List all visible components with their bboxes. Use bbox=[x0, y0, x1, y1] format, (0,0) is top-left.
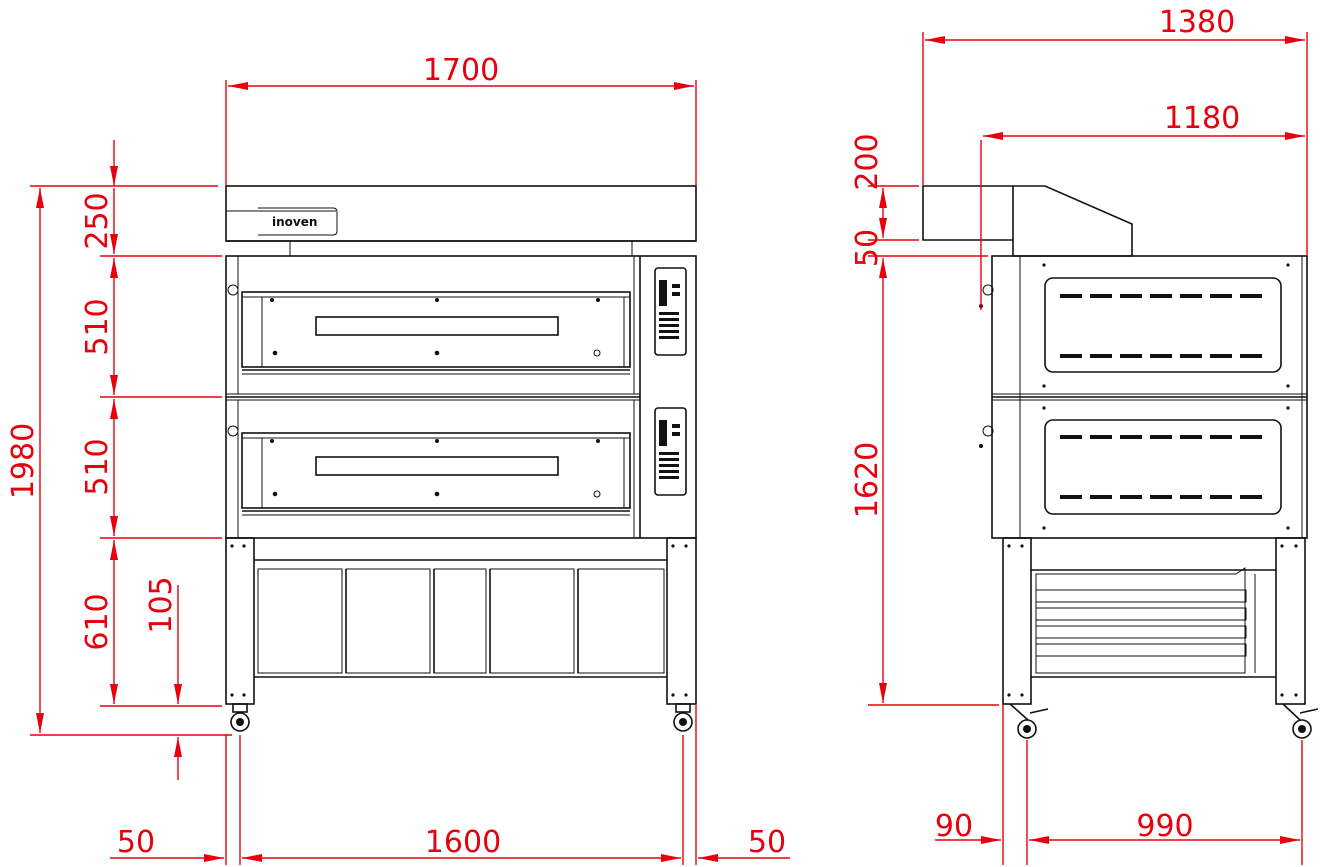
dim-body-height: 1620 bbox=[850, 442, 885, 518]
dim-wheel-base: 990 bbox=[1136, 809, 1193, 844]
vent-dash bbox=[1120, 495, 1142, 499]
vent-dash bbox=[1240, 354, 1262, 358]
dim-wheel-height: 105 bbox=[144, 576, 179, 633]
brand-logo: inoven bbox=[272, 215, 317, 229]
vent-dash bbox=[1060, 495, 1082, 499]
dim-deck-upper: 510 bbox=[80, 298, 115, 355]
dim-hood-gap: 50 bbox=[850, 229, 885, 267]
vent-dash bbox=[1210, 354, 1232, 358]
front-wheels bbox=[230, 703, 693, 732]
vent-dash bbox=[1210, 435, 1232, 439]
side-stand bbox=[1002, 537, 1306, 705]
lower-deck-door bbox=[227, 400, 635, 538]
front-stand bbox=[225, 537, 697, 705]
upper-deck-door bbox=[227, 256, 635, 394]
dim-overall-height: 1980 bbox=[6, 423, 41, 499]
side-vent-dashes bbox=[1060, 294, 1262, 499]
side-view bbox=[922, 185, 1319, 739]
control-panel-upper bbox=[654, 267, 687, 356]
vent-dash bbox=[1150, 294, 1172, 298]
vent-dash bbox=[1240, 495, 1262, 499]
vent-dash bbox=[1120, 294, 1142, 298]
side-wheels bbox=[1009, 703, 1319, 739]
dim-deck-lower: 510 bbox=[80, 438, 115, 495]
vent-dash bbox=[1180, 354, 1202, 358]
dim-overall-width: 1700 bbox=[423, 53, 499, 88]
dim-body-depth: 1180 bbox=[1164, 101, 1240, 136]
front-dimensions: 1700 1980 250 510 510 610 105 50 1600 50 bbox=[6, 53, 790, 865]
dim-inner-width: 1600 bbox=[425, 825, 501, 860]
vent-dash bbox=[1090, 495, 1112, 499]
vent-dash bbox=[1180, 294, 1202, 298]
vent-dash bbox=[1180, 495, 1202, 499]
dim-stand-height: 610 bbox=[80, 593, 115, 650]
vent-dash bbox=[1180, 435, 1202, 439]
dim-right-margin: 50 bbox=[748, 825, 786, 860]
vent-dash bbox=[1090, 294, 1112, 298]
vent-dash bbox=[1150, 495, 1172, 499]
dim-left-margin: 50 bbox=[117, 825, 155, 860]
dim-wheel-offset: 90 bbox=[935, 809, 973, 844]
dim-side-hood-height: 200 bbox=[850, 133, 885, 190]
vent-dash bbox=[1210, 294, 1232, 298]
vent-dash bbox=[1060, 354, 1082, 358]
vent-dash bbox=[1090, 354, 1112, 358]
front-hood bbox=[225, 185, 697, 242]
dim-overall-depth: 1380 bbox=[1159, 5, 1235, 40]
vent-dash bbox=[1240, 435, 1262, 439]
vent-dash bbox=[1120, 354, 1142, 358]
vent-dash bbox=[1120, 435, 1142, 439]
side-panel-upper bbox=[1044, 277, 1282, 373]
vent-dash bbox=[1150, 435, 1172, 439]
side-dimensions: 1380 1180 200 50 1620 90 990 bbox=[850, 5, 1308, 865]
front-view: inoven bbox=[225, 185, 697, 732]
vent-dash bbox=[1210, 495, 1232, 499]
side-hood bbox=[922, 185, 1133, 257]
vent-dash bbox=[1150, 354, 1172, 358]
vent-dash bbox=[1090, 435, 1112, 439]
vent-dash bbox=[1060, 294, 1082, 298]
dim-hood-height: 250 bbox=[80, 192, 115, 249]
vent-dash bbox=[1060, 435, 1082, 439]
side-panel-lower bbox=[1044, 419, 1282, 515]
control-panel-lower bbox=[654, 407, 687, 496]
vent-dash bbox=[1240, 294, 1262, 298]
